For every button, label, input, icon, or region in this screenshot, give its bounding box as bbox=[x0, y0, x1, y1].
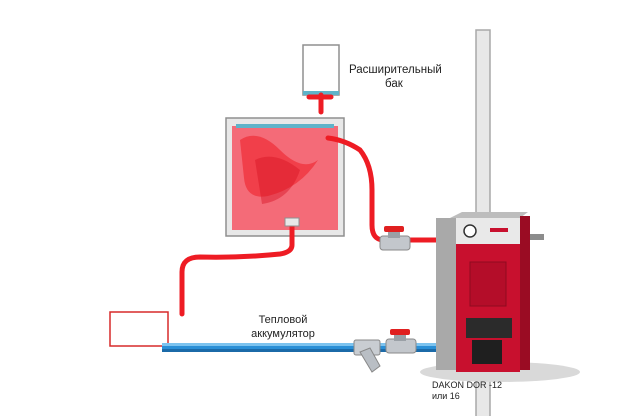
heat-accumulator-label: Тепловой аккумулятор bbox=[228, 313, 338, 341]
y-strainer-icon bbox=[353, 339, 381, 373]
boiler-label-line2: или 16 bbox=[432, 391, 460, 401]
hot-storage-tank bbox=[225, 117, 345, 237]
cold-return-pipe bbox=[162, 343, 438, 352]
expansion-tank-label: Расширительный бак bbox=[349, 63, 459, 91]
heat-accumulator-label-line2: аккумулятор bbox=[251, 328, 315, 340]
expansion-tank bbox=[302, 44, 340, 96]
expansion-tank-label-line1: Расширительный bbox=[349, 64, 442, 76]
pipe-fitting bbox=[284, 217, 300, 227]
ball-valve-icon bbox=[379, 226, 411, 251]
expansion-tank-label-line2: бак bbox=[385, 78, 403, 90]
boiler-label-line1: DAKON DOR -12 bbox=[432, 380, 503, 390]
heat-accumulator-tank bbox=[109, 311, 169, 347]
boiler bbox=[420, 212, 580, 382]
hot-pipes bbox=[179, 92, 441, 317]
heat-accumulator-label-line1: Тепловой bbox=[258, 314, 308, 326]
boiler-label: DAKON DOR -12 или 16 bbox=[432, 380, 542, 402]
ball-valve-icon bbox=[385, 329, 417, 354]
